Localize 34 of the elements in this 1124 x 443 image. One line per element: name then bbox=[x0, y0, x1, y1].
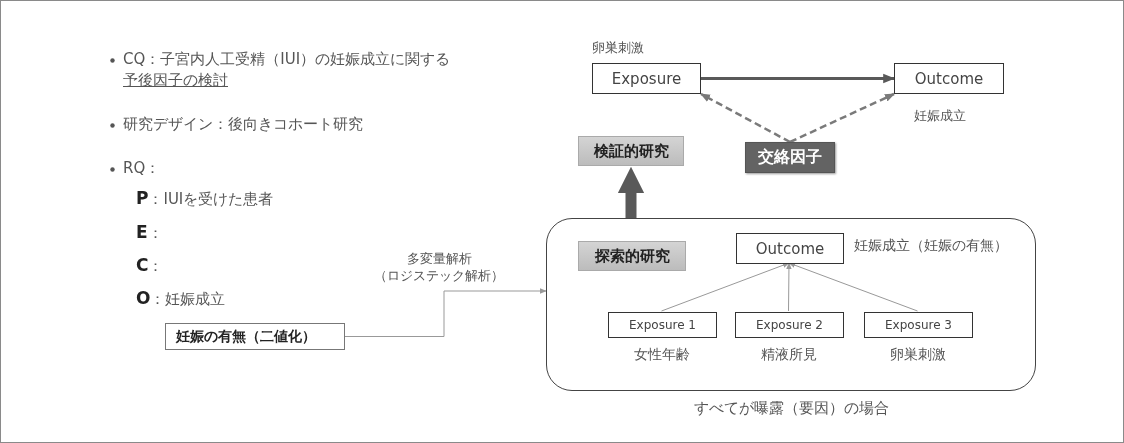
arrow bbox=[786, 262, 792, 312]
arrow bbox=[661, 262, 790, 312]
text-line: C： bbox=[136, 255, 164, 276]
arrow bbox=[788, 262, 918, 312]
study-type-box: 検証的研究 bbox=[578, 136, 684, 166]
arrow bbox=[789, 92, 895, 144]
node-caption: 精液所見 bbox=[761, 346, 817, 364]
variable-box: Exposure 1 bbox=[608, 312, 717, 338]
confounder-box: 交絡因子 bbox=[745, 142, 835, 173]
variable-box: Outcome bbox=[736, 233, 844, 264]
node-caption: 女性年齢 bbox=[634, 346, 690, 364]
node-caption: すべてが曝露（要因）の場合 bbox=[693, 399, 889, 418]
arrow bbox=[701, 73, 896, 84]
node-caption: 妊娠成立 bbox=[914, 107, 966, 125]
node-caption: 卵巣刺激 bbox=[890, 346, 946, 364]
text-line: CQ：子宮内人工受精（IUI）の妊娠成立に関する bbox=[123, 50, 451, 69]
variable-box: 妊娠の有無（二値化） bbox=[165, 323, 345, 350]
node-caption: 卵巣刺激 bbox=[592, 39, 644, 57]
text-line: O：妊娠成立 bbox=[136, 288, 226, 309]
node-caption: 妊娠成立（妊娠の有無） bbox=[854, 237, 1008, 255]
text-line: E： bbox=[136, 222, 163, 243]
variable-box: Exposure 2 bbox=[735, 312, 844, 338]
underlined-text: 予後因子の検討 bbox=[123, 71, 228, 90]
text-line: RQ： bbox=[123, 159, 161, 178]
text-line: 研究デザイン：後向きコホート研究 bbox=[123, 115, 363, 134]
group-panel bbox=[546, 218, 1036, 391]
block-arrow bbox=[617, 166, 645, 218]
study-type-box: 探索的研究 bbox=[578, 241, 686, 271]
arrow bbox=[344, 288, 547, 337]
text-line: P：IUIを受けた患者 bbox=[136, 188, 274, 209]
arrow bbox=[700, 92, 791, 144]
variable-box: Exposure 3 bbox=[864, 312, 973, 338]
variable-box: Exposure bbox=[592, 63, 701, 94]
variable-box: Outcome bbox=[894, 63, 1004, 94]
